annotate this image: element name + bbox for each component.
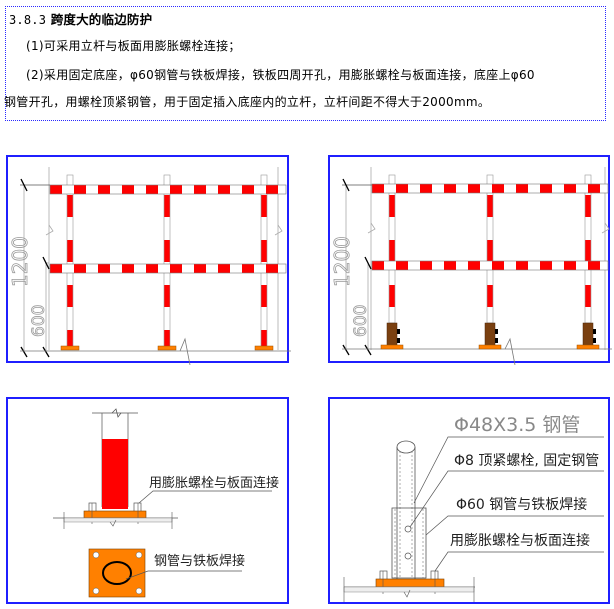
socket-post-middle (478, 174, 502, 350)
label-pipe-weld: 钢管与铁板焊接 (154, 553, 245, 569)
label-anchor-bolt: 用膨胀螺栓与板面连接 (450, 532, 590, 549)
label-socket-weld: Φ60 钢管与铁板焊接 (456, 496, 587, 513)
post-right (254, 174, 274, 351)
socket-post-left (380, 174, 404, 350)
figure-elevation-bolted: 1200 600 (6, 155, 291, 365)
label-expansion-bolt: 用膨胀螺栓与板面连接 (149, 475, 279, 491)
socket-base-detail-drawing: Φ48X3.5 钢管 Φ8 顶紧螺栓, 固定钢管 Φ60 钢管与铁板焊接 用膨胀… (343, 414, 604, 602)
bolted-base-detail-drawing: 用膨胀螺栓与板面连接 钢管与铁板焊接 (53, 408, 279, 598)
figure-elevation-socket: 1200 600 (328, 155, 612, 365)
red-post-section (102, 439, 128, 509)
figure-detail-socket: Φ48X3.5 钢管 Φ8 顶紧螺栓, 固定钢管 Φ60 钢管与铁板焊接 用膨胀… (328, 397, 610, 604)
svg-text:600: 600 (29, 305, 49, 337)
base-plate-side (83, 510, 147, 519)
section-title: 跨度大的临边防护 (50, 12, 153, 27)
svg-text:600: 600 (351, 305, 371, 337)
railing-elevation-drawing: 1200 600 (8, 167, 291, 365)
svg-text:1200: 1200 (330, 236, 354, 287)
socket-post-right (576, 174, 600, 350)
paragraph-2: (2)采用固定底座，φ60钢管与铁板焊接，铁板四周开孔，用膨胀螺栓与板面连接，底… (26, 68, 535, 82)
label-top-bolt: Φ8 顶紧螺栓, 固定钢管 (454, 453, 599, 469)
paragraph-3: 钢管开孔，用螺栓顶紧钢管，用于固定插入底座内的立杆，立杆间距不得大于2000mm… (4, 95, 491, 109)
label-pipe-spec: Φ48X3.5 钢管 (454, 414, 580, 436)
svg-text:1200: 1200 (8, 236, 32, 287)
section-text-box (5, 6, 606, 121)
post-left (60, 174, 80, 351)
section-number: 3.8.3 (9, 13, 47, 27)
paragraph-1: (1)可采用立杆与板面用膨胀螺栓连接； (26, 39, 241, 53)
railing-elevation-socket-drawing: 1200 600 (330, 167, 612, 365)
figure-detail-bolted: 用膨胀螺栓与板面连接 钢管与铁板焊接 (6, 397, 289, 604)
post-middle (157, 174, 177, 351)
socket-base-plate (375, 578, 445, 588)
section-heading: 3.8.3 跨度大的临边防护 (9, 9, 152, 28)
